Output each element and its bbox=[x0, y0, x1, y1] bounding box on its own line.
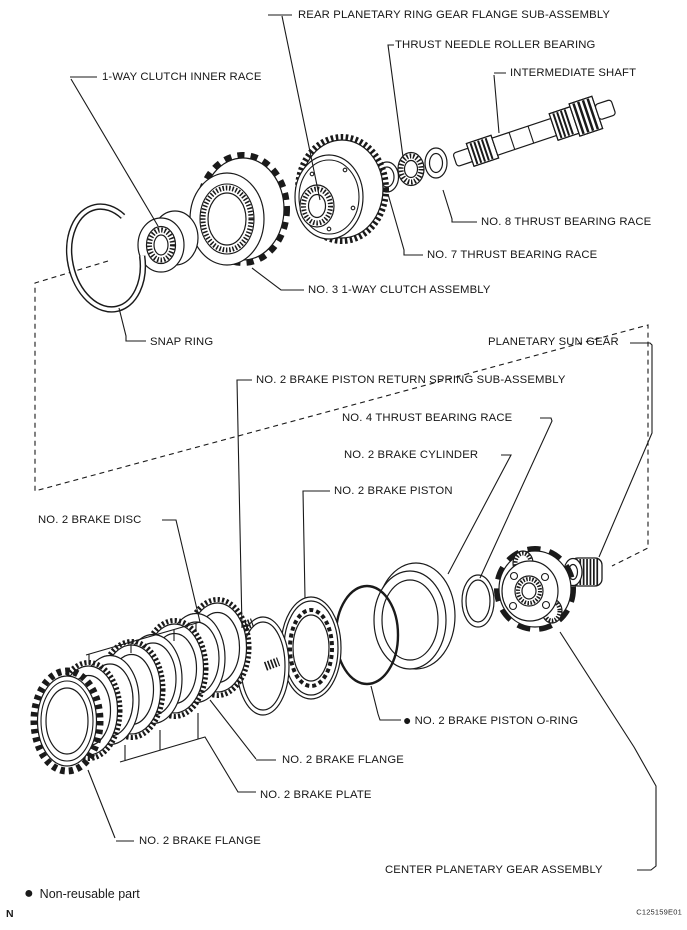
label-intermediate-shaft: INTERMEDIATE SHAFT bbox=[510, 67, 637, 79]
page-marker: N bbox=[6, 908, 14, 920]
label-no3-clutch: NO. 3 1-WAY CLUTCH ASSEMBLY bbox=[308, 284, 491, 296]
label-brake-cylinder: NO. 2 BRAKE CYLINDER bbox=[344, 449, 479, 461]
brake-disc-stack-drawing bbox=[30, 597, 252, 775]
label-no7-race: NO. 7 THRUST BEARING RACE bbox=[427, 249, 598, 261]
label-flange-upper: NO. 2 BRAKE FLANGE bbox=[282, 754, 404, 766]
figure-code: C125159E01 bbox=[636, 907, 682, 917]
no2-brake-cylinder-drawing bbox=[373, 562, 456, 670]
label-no4-race: NO. 4 THRUST BEARING RACE bbox=[342, 412, 513, 424]
legend-text: Non-reusable part bbox=[39, 887, 140, 901]
label-thrust-needle-bearing: THRUST NEEDLE ROLLER BEARING bbox=[395, 39, 596, 51]
one-way-clutch-inner-race-drawing bbox=[137, 210, 199, 273]
label-no8-race: NO. 8 THRUST BEARING RACE bbox=[481, 216, 652, 228]
non-reusable-bullet: ● bbox=[24, 885, 34, 902]
non-reusable-bullet: ● bbox=[403, 712, 412, 728]
label-snap-ring: SNAP RING bbox=[150, 336, 214, 348]
label-planetary-sun-gear: PLANETARY SUN GEAR bbox=[488, 336, 619, 348]
no8-thrust-bearing-race-drawing bbox=[424, 147, 448, 179]
intermediate-shaft-drawing bbox=[452, 95, 616, 168]
label-return-spring: NO. 2 BRAKE PISTON RETURN SPRING SUB-ASS… bbox=[256, 374, 566, 386]
dashed-group-line bbox=[34, 260, 649, 567]
label-plate: NO. 2 BRAKE PLATE bbox=[260, 789, 372, 801]
rear-ring-gear-flange-drawing bbox=[294, 134, 389, 244]
leader-lines bbox=[70, 14, 657, 871]
label-brake-piston: NO. 2 BRAKE PISTON bbox=[334, 485, 453, 497]
no3-one-way-clutch-drawing bbox=[189, 152, 290, 266]
label-o-ring-text: NO. 2 BRAKE PISTON O-RING bbox=[414, 715, 579, 727]
label-flange-lower: NO. 2 BRAKE FLANGE bbox=[139, 835, 261, 847]
no4-thrust-bearing-race-drawing bbox=[461, 574, 495, 628]
label-rear-ring-gear-flange: REAR PLANETARY RING GEAR FLANGE SUB-ASSE… bbox=[298, 9, 611, 21]
label-brake-disc: NO. 2 BRAKE DISC bbox=[38, 514, 142, 526]
no2-brake-piston-drawing bbox=[280, 596, 342, 700]
center-planetary-gear-drawing bbox=[494, 546, 576, 632]
snap-ring-drawing bbox=[65, 203, 147, 313]
label-o-ring: ●NO. 2 BRAKE PISTON O-RING bbox=[403, 712, 578, 728]
label-center-planetary: CENTER PLANETARY GEAR ASSEMBLY bbox=[385, 864, 603, 876]
thrust-needle-roller-bearing-drawing bbox=[397, 151, 425, 187]
label-one-way-inner-race: 1-WAY CLUTCH INNER RACE bbox=[102, 71, 262, 83]
legend-non-reusable: ● Non-reusable part bbox=[24, 885, 140, 902]
